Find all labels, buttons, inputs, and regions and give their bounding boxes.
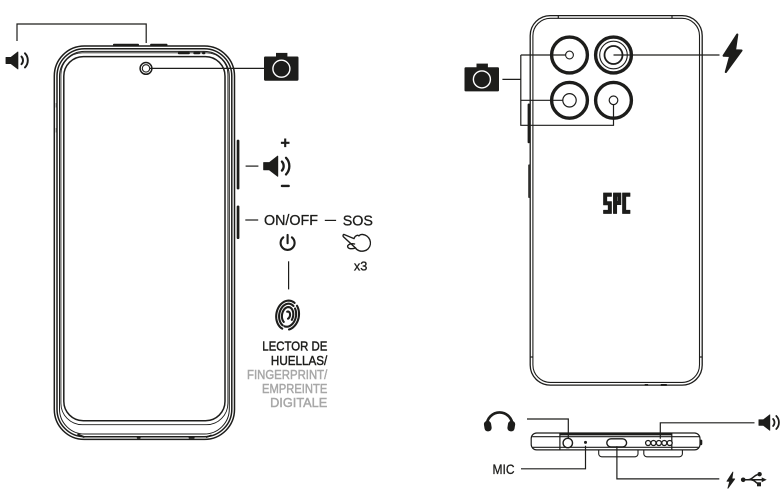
svg-text:SOS: SOS <box>343 214 373 230</box>
svg-text:HUELLAS/: HUELLAS/ <box>271 353 328 368</box>
svg-text:LECTOR DE: LECTOR DE <box>262 338 327 353</box>
svg-text:EMPREINTE: EMPREINTE <box>262 381 328 396</box>
svg-text:DIGITALE: DIGITALE <box>270 395 328 410</box>
svg-text:x3: x3 <box>354 259 368 274</box>
svg-text:MIC: MIC <box>493 462 515 477</box>
svg-text:ON/OFF: ON/OFF <box>264 213 318 229</box>
svg-text:FINGERPRINT/: FINGERPRINT/ <box>247 367 328 382</box>
